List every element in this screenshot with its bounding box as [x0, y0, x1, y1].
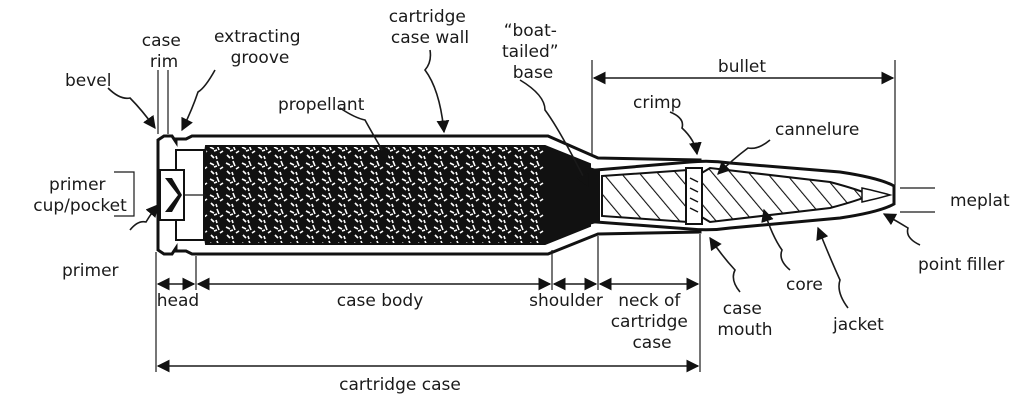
label-bevel: bevel	[65, 71, 112, 91]
label-cartridge-case-wall: cartridge case wall	[389, 7, 472, 48]
label-cartridge-case: cartridge case	[339, 375, 461, 395]
label-jacket: jacket	[832, 315, 884, 335]
label-head: head	[157, 291, 199, 311]
label-boat-tailed-base: “boat- tailed” base	[502, 21, 564, 83]
label-cannelure: cannelure	[775, 120, 859, 140]
propellant-fill	[201, 145, 591, 245]
label-crimp: crimp	[633, 93, 681, 113]
label-point-filler: point filler	[918, 255, 1004, 275]
label-case-rim: case rim	[142, 31, 187, 72]
label-bullet: bullet	[718, 57, 766, 77]
primer-shape	[159, 169, 206, 221]
label-case-mouth: case mouth	[717, 299, 772, 340]
label-shoulder: shoulder	[529, 291, 603, 311]
label-neck-of-cartridge-case: neck of cartridge case	[611, 291, 694, 353]
cartridge-case-shape	[156, 134, 702, 256]
label-extracting-groove: extracting groove	[214, 27, 306, 68]
label-propellant: propellant	[278, 95, 365, 115]
label-core: core	[786, 275, 823, 295]
label-primer-cup-pocket: primer cup/pocket	[33, 175, 127, 216]
label-meplat: meplat	[950, 191, 1010, 211]
label-primer: primer	[62, 261, 119, 281]
label-case-body: case body	[337, 291, 424, 311]
bullet-shape	[585, 159, 896, 232]
